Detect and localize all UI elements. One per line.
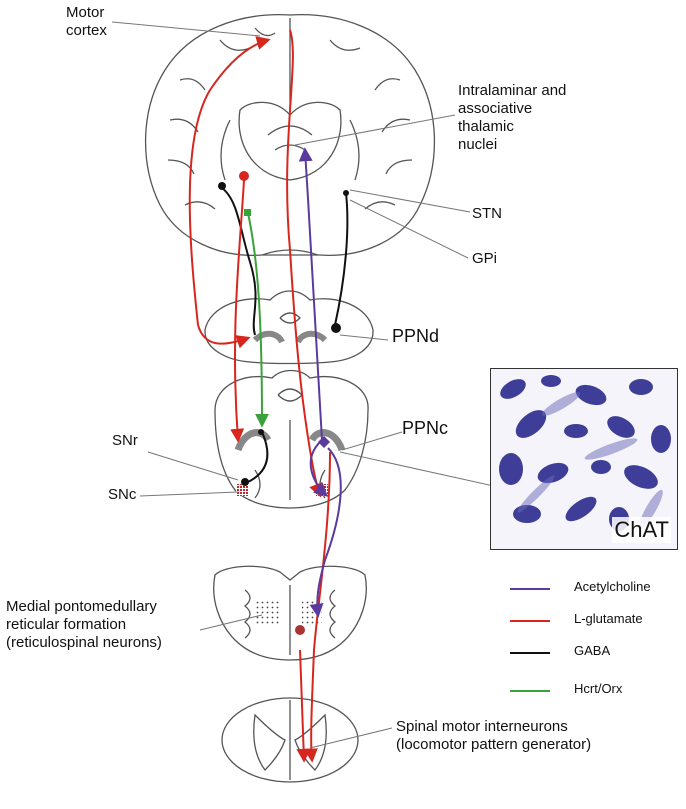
reticular-formation-label: Medial pontomedullary reticular formatio…: [6, 598, 162, 651]
legend-label-orexin: Hcrt/Orx: [574, 681, 623, 696]
ppnd-section: [204, 290, 374, 365]
legend-swatch-gaba: [510, 652, 550, 654]
snr-marker: [258, 429, 264, 435]
snr-label: SNr: [112, 432, 138, 449]
gpi-label: GPi: [472, 250, 498, 267]
motor-cortex-label: Motor cortex: [66, 4, 107, 39]
gaba-pathways: [221, 187, 349, 483]
medulla-section: [213, 565, 367, 661]
stn-label: STN: [472, 205, 502, 222]
ppnc-cholinergic-neuron: [318, 436, 330, 448]
forebrain-section: [144, 14, 436, 256]
spinal-interneurons-label: Spinal motor interneurons (locomotor pat…: [396, 718, 592, 753]
thalamic-nuclei-label: Intralaminar and associative thalamic nu…: [458, 82, 567, 153]
chat-label: ChAT: [612, 517, 671, 543]
ppnd-neuron: [331, 323, 341, 333]
legend-label-glutamate: L-glutamate: [574, 611, 643, 626]
glutamate-pathways: [188, 29, 331, 763]
snc-neuron: [241, 478, 249, 486]
legend-label-acetylcholine: Acetylcholine: [574, 579, 651, 594]
orexin-pathway: [247, 212, 269, 428]
gaba-neuron-gpi-left: [218, 182, 226, 190]
legend-label-gaba: GABA: [574, 643, 611, 658]
glutamate-neuron-stn: [239, 171, 249, 181]
ppnc-section: [214, 369, 369, 509]
legend-swatch-acetylcholine: [510, 588, 550, 590]
gpi-marker: [343, 190, 349, 196]
chat-stain-image: [499, 375, 671, 531]
callout-lines: [111, 21, 513, 749]
acetylcholine-pathways: [298, 147, 342, 618]
orexin-source: [244, 209, 251, 216]
legend-swatch-orexin: [510, 690, 550, 692]
ppnc-label: PPNc: [402, 418, 449, 438]
legend-swatch-glutamate: [510, 620, 550, 622]
ppnd-label: PPNd: [392, 326, 440, 346]
reticulospinal-neuron: [295, 625, 305, 635]
spinal-section: [221, 697, 359, 783]
snc-label: SNc: [108, 486, 137, 503]
chat-stain-inset: ChAT: [490, 368, 678, 550]
